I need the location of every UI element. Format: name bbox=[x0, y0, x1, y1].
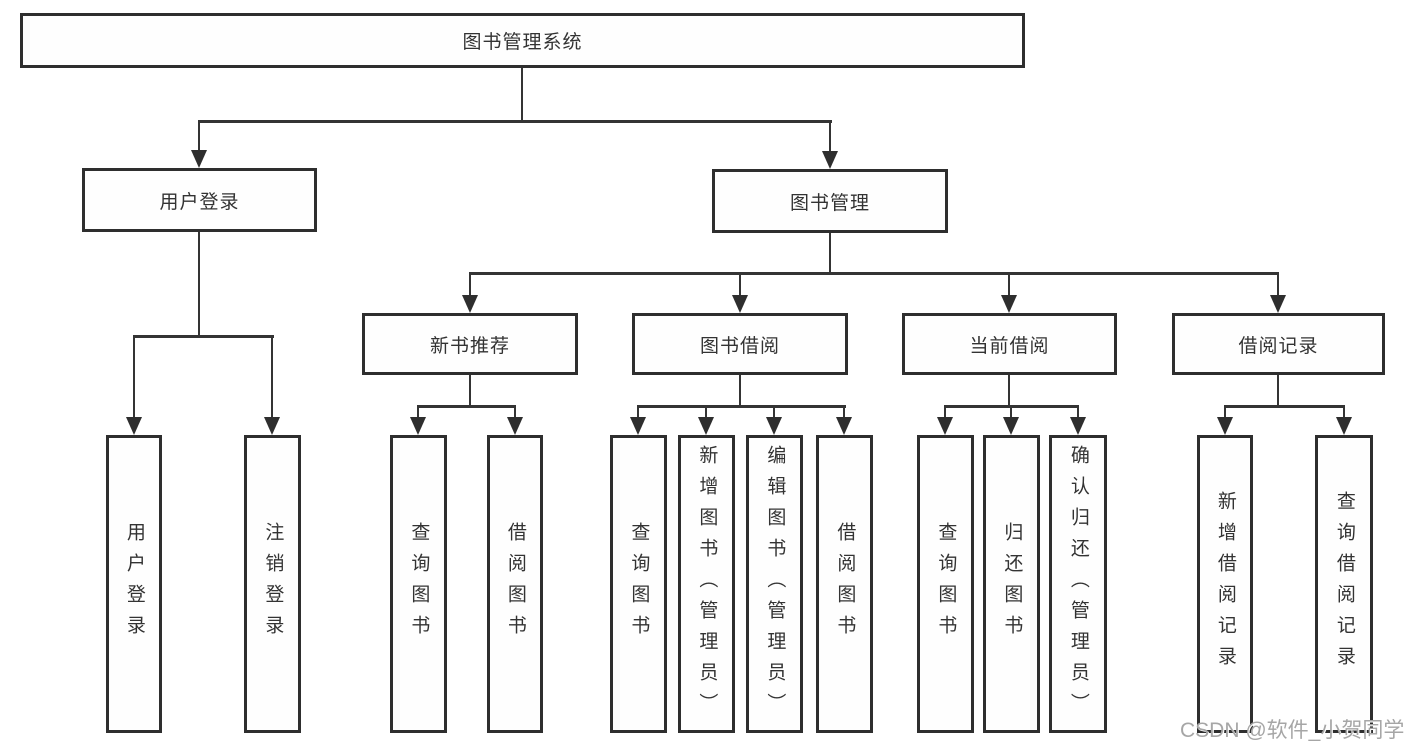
arrowhead-edit-books bbox=[766, 417, 782, 435]
leaf-return-books-label: 归还图书 bbox=[1001, 522, 1023, 646]
connector-recommend-stem bbox=[469, 375, 471, 405]
connector-root-rail bbox=[198, 120, 832, 123]
arrowhead-borrowing-query bbox=[630, 417, 646, 435]
leaf-recommend-query-books-label: 查询图书 bbox=[408, 522, 430, 646]
connector-to-book-borrowing bbox=[739, 272, 741, 295]
arrowhead-book-management bbox=[822, 151, 838, 169]
connector-to-add-books bbox=[705, 405, 707, 419]
node-current-borrowing: 当前借阅 bbox=[902, 313, 1117, 375]
connector-current-stem bbox=[1008, 375, 1010, 405]
leaf-add-books-admin-label: 新增图书（管理员） bbox=[696, 444, 718, 724]
leaf-current-query-books: 查询图书 bbox=[917, 435, 974, 733]
leaf-recommend-query-books: 查询图书 bbox=[390, 435, 447, 733]
leaf-user-login-label: 用户登录 bbox=[123, 522, 145, 646]
leaf-borrow-books-label: 借阅图书 bbox=[834, 522, 856, 646]
arrowhead-user-login bbox=[191, 150, 207, 168]
arrowhead-confirm-return bbox=[1070, 417, 1086, 435]
leaf-borrow-books: 借阅图书 bbox=[816, 435, 873, 733]
node-book-management: 图书管理 bbox=[712, 169, 948, 233]
connector-borrowing-stem bbox=[739, 375, 741, 405]
node-book-borrowing: 图书借阅 bbox=[632, 313, 848, 375]
node-new-book-recommendation-label: 新书推荐 bbox=[429, 335, 510, 357]
connector-to-current-borrowing bbox=[1008, 272, 1010, 295]
arrowhead-return-books bbox=[1003, 417, 1019, 435]
leaf-confirm-return-admin: 确认归还（管理员） bbox=[1049, 435, 1107, 733]
node-book-management-label: 图书管理 bbox=[789, 192, 870, 214]
leaf-borrowing-query-books: 查询图书 bbox=[610, 435, 667, 733]
arrowhead-current-query bbox=[937, 417, 953, 435]
arrowhead-leaf-logout bbox=[264, 417, 280, 435]
connector-borrowing-rail bbox=[637, 405, 846, 408]
arrowhead-add-books bbox=[698, 417, 714, 435]
connector-to-leaf-user-login bbox=[133, 335, 135, 417]
connector-records-rail bbox=[1224, 405, 1345, 408]
leaf-borrowing-query-books-label: 查询图书 bbox=[628, 522, 650, 646]
arrowhead-new-book-recommendation bbox=[462, 295, 478, 313]
leaf-return-books: 归还图书 bbox=[983, 435, 1040, 733]
leaf-edit-books-admin-label: 编辑图书（管理员） bbox=[764, 444, 786, 724]
arrowhead-current-borrowing bbox=[1001, 295, 1017, 313]
arrowhead-borrow-books bbox=[836, 417, 852, 435]
connector-user-login-stem bbox=[198, 232, 200, 335]
node-root: 图书管理系统 bbox=[20, 13, 1025, 68]
connector-to-book-management bbox=[829, 120, 831, 152]
node-current-borrowing-label: 当前借阅 bbox=[969, 335, 1050, 357]
csdn-watermark: CSDN @软件_小贺同学 bbox=[1180, 719, 1405, 742]
connector-book-management-stem bbox=[829, 233, 831, 274]
leaf-query-borrow-record-label: 查询借阅记录 bbox=[1333, 491, 1355, 677]
node-user-login-label: 用户登录 bbox=[159, 191, 240, 213]
connector-to-confirm-return bbox=[1077, 405, 1079, 419]
connector-to-current-query bbox=[944, 405, 946, 419]
leaf-current-query-books-label: 查询图书 bbox=[935, 522, 957, 646]
connector-to-borrowing-query bbox=[637, 405, 639, 419]
arrowhead-query-record bbox=[1336, 417, 1352, 435]
leaf-recommend-borrow-books-label: 借阅图书 bbox=[504, 522, 526, 646]
connector-to-recommend-borrow bbox=[514, 405, 516, 419]
node-new-book-recommendation: 新书推荐 bbox=[362, 313, 578, 375]
connector-to-recommend-query bbox=[417, 405, 419, 419]
node-borrowing-records: 借阅记录 bbox=[1172, 313, 1385, 375]
node-book-borrowing-label: 图书借阅 bbox=[699, 335, 780, 357]
connector-root-stem bbox=[521, 68, 523, 120]
connector-records-stem bbox=[1277, 375, 1279, 405]
node-user-login: 用户登录 bbox=[82, 168, 317, 232]
leaf-add-books-admin: 新增图书（管理员） bbox=[678, 435, 735, 733]
connector-to-return-books bbox=[1010, 405, 1012, 419]
leaf-logout: 注销登录 bbox=[244, 435, 301, 733]
connector-to-new-book-recommendation bbox=[469, 272, 471, 295]
arrowhead-book-borrowing bbox=[732, 295, 748, 313]
leaf-logout-label: 注销登录 bbox=[262, 522, 284, 646]
connector-to-borrow-books bbox=[843, 405, 845, 419]
node-borrowing-records-label: 借阅记录 bbox=[1238, 335, 1319, 357]
connector-recommend-rail bbox=[417, 405, 516, 408]
arrowhead-leaf-user-login bbox=[126, 417, 142, 435]
leaf-user-login: 用户登录 bbox=[106, 435, 162, 733]
arrowhead-borrowing-records bbox=[1270, 295, 1286, 313]
connector-to-add-record bbox=[1224, 405, 1226, 419]
connector-user-login-rail bbox=[133, 335, 274, 338]
arrowhead-recommend-borrow bbox=[507, 417, 523, 435]
arrowhead-add-record bbox=[1217, 417, 1233, 435]
connector-to-leaf-logout bbox=[271, 335, 273, 417]
leaf-confirm-return-admin-label: 确认归还（管理员） bbox=[1067, 444, 1089, 724]
arrowhead-recommend-query bbox=[410, 417, 426, 435]
connector-to-query-record bbox=[1343, 405, 1345, 419]
leaf-edit-books-admin: 编辑图书（管理员） bbox=[746, 435, 803, 733]
leaf-recommend-borrow-books: 借阅图书 bbox=[487, 435, 543, 733]
connector-to-edit-books bbox=[773, 405, 775, 419]
leaf-query-borrow-record: 查询借阅记录 bbox=[1315, 435, 1373, 733]
leaf-add-borrow-record-label: 新增借阅记录 bbox=[1214, 491, 1236, 677]
connector-to-borrowing-records bbox=[1277, 272, 1279, 295]
node-root-label: 图书管理系统 bbox=[462, 32, 583, 53]
connector-to-user-login bbox=[198, 120, 200, 152]
connector-book-management-rail bbox=[469, 272, 1279, 275]
leaf-add-borrow-record: 新增借阅记录 bbox=[1197, 435, 1253, 733]
